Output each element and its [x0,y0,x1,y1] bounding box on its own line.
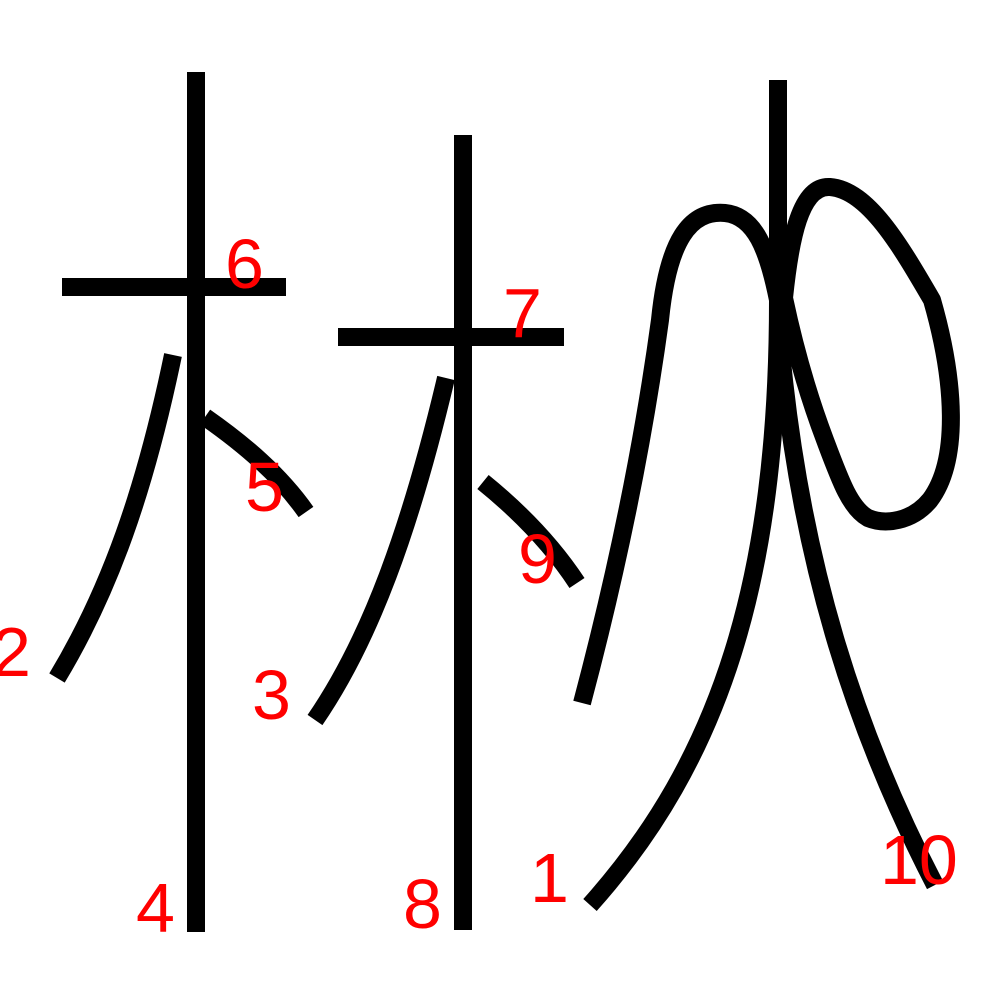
stroke-number-6: 6 [225,225,264,303]
stroke-number-10: 10 [880,821,958,899]
stroke-number-7: 7 [503,274,542,352]
stroke-number-5: 5 [245,448,284,526]
stroke-1 [583,80,787,912]
stroke-3 [307,375,455,726]
stroke-5 [199,409,314,518]
stroke-number-1: 1 [530,839,569,917]
stroke-number-8: 8 [403,865,442,943]
stroke-9 [477,475,585,588]
stroke-10 [771,339,943,890]
stroke-number-3: 3 [252,656,291,734]
stroke-number-4: 4 [136,869,175,947]
stroke-loop-left [573,203,787,706]
stroke-number-2: 2 [0,613,31,691]
stroke-2 [49,353,182,683]
stroke-number-9: 9 [518,520,557,598]
stroke-loop-right [775,178,960,531]
